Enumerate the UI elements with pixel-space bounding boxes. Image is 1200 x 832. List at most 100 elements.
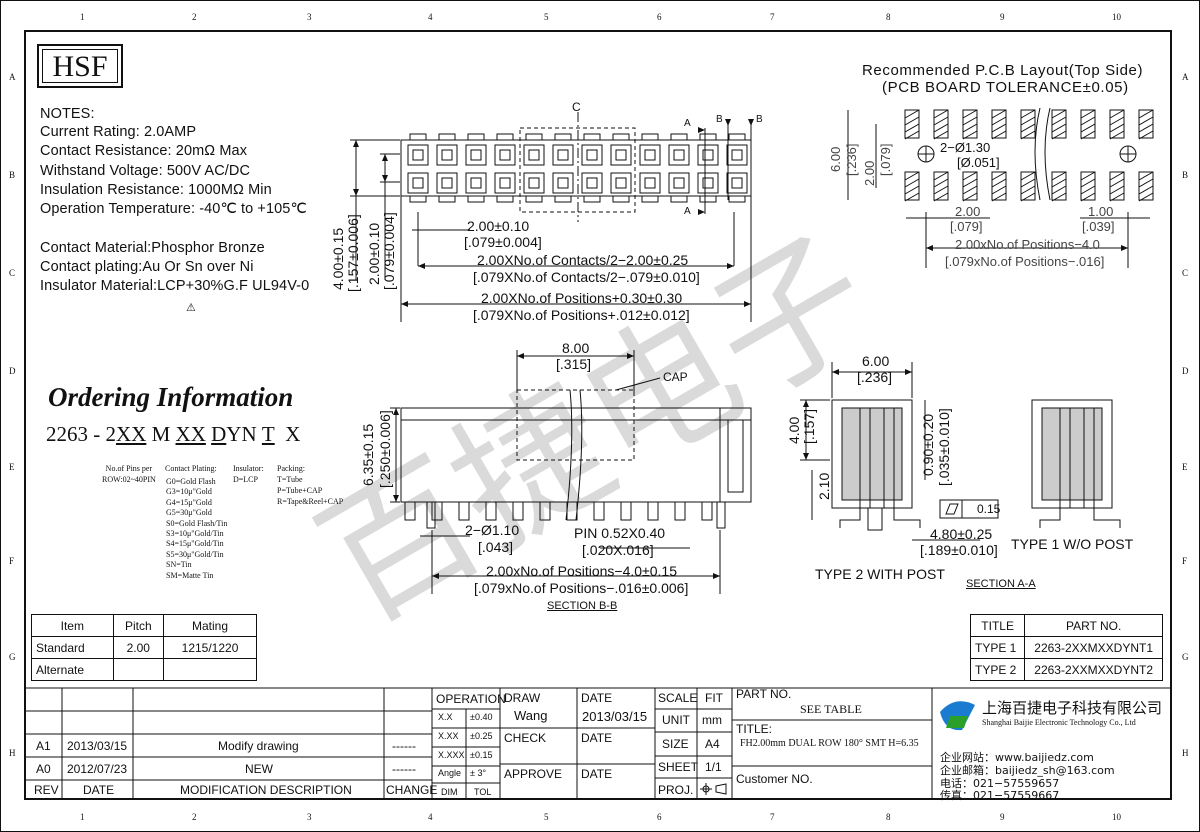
section-aa-type1-cavity [1041, 407, 1103, 501]
post-right [716, 501, 726, 529]
pcb-pad [933, 109, 949, 140]
contact-cell [465, 144, 487, 166]
bb-cap-width-in: [.315] [556, 356, 592, 372]
dim-contacts: 2.00XNo.of Contacts/2−2.00±0.25 [477, 252, 689, 268]
sheet-value: 1/1 [705, 760, 722, 774]
contact-cell [581, 144, 603, 166]
plating-option: G4=15μ"Gold [166, 497, 212, 507]
contact-cell [552, 172, 574, 194]
pin-tail [674, 501, 686, 521]
zone-col-6: 6 [657, 812, 662, 822]
plating-option: S0=Gold Flash/Tin [166, 518, 228, 528]
dim-header: DIM [441, 787, 458, 797]
company-logo-icon [940, 701, 975, 731]
contact-cell [697, 144, 719, 166]
aa-width: 6.00 [862, 353, 890, 369]
zone-row-E: E [9, 462, 15, 472]
zone-row-H: H [9, 748, 16, 758]
fit-label: FIT [705, 691, 723, 705]
section-bb-label: SECTION B-B [547, 600, 618, 612]
dim-arrow [803, 453, 809, 460]
zone-col-7: 7 [770, 12, 775, 22]
plating-option: S4=15μ"Gold/Tin [166, 539, 224, 549]
warning-icon: ⚠ [186, 302, 196, 314]
note-line: Contact Resistance: 20mΩ Max [40, 143, 248, 160]
zone-row-B: B [1182, 170, 1189, 180]
dim-arrow [627, 353, 634, 359]
dim-row: 2.00±0.10 [366, 222, 382, 285]
code-m: M [151, 422, 171, 446]
code-plating: XX [175, 422, 206, 446]
rev-a1-date: 2013/03/15 [67, 739, 128, 753]
zone-col-8: 8 [886, 812, 891, 822]
part-no-label: PART NO. [736, 687, 792, 701]
dim-arrow [393, 495, 399, 502]
contact-cell [436, 144, 458, 166]
aa-height-in: [.157] [801, 408, 817, 444]
pin-tail [404, 501, 416, 521]
contact-tail [612, 195, 630, 203]
contact-pin [644, 177, 656, 189]
code-pins: XX [116, 422, 147, 446]
mating-table: Item Pitch Mating Standard 2.00 1215/122… [31, 614, 257, 681]
contact-pin [644, 149, 656, 161]
contact-pin [586, 149, 598, 161]
contact-tail [554, 195, 572, 203]
rev-a0-date: 2012/07/23 [67, 762, 128, 776]
dim-arrow [725, 119, 731, 126]
note-line: Withstand Voltage: 500V AC/DC [40, 162, 251, 179]
contact-cell [552, 144, 574, 166]
bb-height-in: [.250±0.006] [377, 410, 393, 488]
section-b-mark-right: B [756, 114, 763, 125]
zone-col-5: 5 [544, 12, 549, 22]
zone-row-C: C [9, 268, 16, 278]
tolerance-value: ±0.25 [470, 731, 493, 741]
aa-post-height: 2.10 [816, 472, 832, 500]
pin-tail [512, 501, 524, 521]
pcb-pad [962, 109, 978, 140]
check-label: CHECK [504, 731, 547, 745]
contact-tail [409, 133, 427, 141]
rev-a1-change: ------ [392, 739, 416, 753]
contact-pin [731, 177, 743, 189]
zone-col-6: 6 [657, 12, 662, 22]
code-y: Y [226, 422, 242, 446]
flatness-icon [945, 503, 959, 515]
pcb-pitch-in: [.079] [950, 219, 983, 234]
contact-pin [528, 177, 540, 189]
pcb-pad [1138, 109, 1154, 140]
contact-cell [610, 144, 632, 166]
dim-arrow [418, 263, 425, 269]
zone-col-1: 1 [80, 12, 85, 22]
contact-cell [494, 172, 516, 194]
company-cn: 上海百捷电子科技有限公司 [982, 699, 1163, 717]
zone-row-C: C [1182, 268, 1189, 278]
sheet-label: SHEET [658, 760, 699, 774]
zone-col-7: 7 [770, 812, 775, 822]
contact-pin [528, 149, 540, 161]
contact-cell [581, 172, 603, 194]
code-x: X [285, 422, 301, 446]
aa-thickness: 0.90±0.20 [920, 413, 936, 476]
contact-pin [586, 177, 598, 189]
flatness-box [939, 499, 999, 519]
zone-col-2: 2 [192, 12, 197, 22]
approve-date-label: DATE [581, 767, 613, 781]
zone-row-D: D [9, 366, 16, 376]
contact-tail [699, 195, 717, 203]
zone-col-10: 10 [1112, 812, 1121, 822]
pcb-span: 2.00xNo.of Positions−4.0 [955, 237, 1100, 252]
plating-option: S5=30μ"Gold/Tin [166, 549, 224, 559]
bb-height: 6.35±0.15 [360, 423, 376, 486]
aa-width-in: [.236] [857, 369, 893, 385]
dim-arrow [905, 369, 912, 375]
unit-value: mm [702, 713, 722, 727]
dim-arrow [353, 140, 359, 147]
dim-positions: 2.00XNo.of Positions+0.30±0.30 [481, 290, 683, 306]
contact-cell [407, 172, 429, 194]
dim-arrow [401, 301, 408, 307]
pcb-span-in: [.079xNo.of Positions−.016] [945, 254, 1105, 269]
contact-pin [412, 177, 424, 189]
contact-cell [523, 172, 545, 194]
